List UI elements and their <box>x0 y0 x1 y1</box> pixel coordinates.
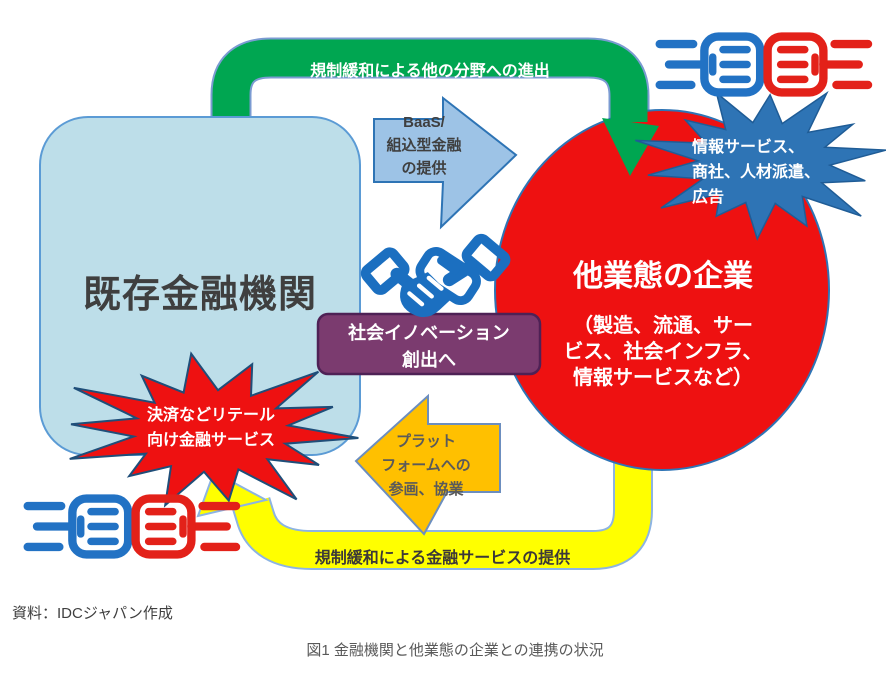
other-industry-companies-title: 他業態の企業 <box>573 260 753 293</box>
top-arrow-label: 規制緩和による他の分野への進出 <box>310 63 550 80</box>
other-industry-companies-text: 他業態の企業 （製造、流通、サー ビス、社会インフラ、 情報サービスなど） <box>513 241 813 409</box>
green-arrowhead <box>602 118 659 176</box>
yellow-arrow-tube <box>233 448 651 568</box>
green-arrow-tube <box>212 39 648 130</box>
platform-left-arrow <box>354 393 501 536</box>
social-innovation-label: 社会イノベーション 創出へ <box>348 323 510 370</box>
baas-arrow-label: BaaS/ 組込型金融 の提供 <box>386 114 462 177</box>
figure-caption: 図1 金融機関と他業態の企業との連携の状況 <box>306 642 604 659</box>
bottom-arrow-label: 規制緩和による金融サービスの提供 <box>314 550 571 567</box>
blue-starburst <box>635 90 886 241</box>
red-starburst <box>69 351 359 508</box>
baas-right-arrow <box>373 95 518 230</box>
fist-bump-icon-bottom-left <box>28 499 236 555</box>
red-starburst-label: 決済などリテール 向け金融サービス <box>146 407 275 449</box>
fist-bump-icon-top-right <box>660 37 868 93</box>
source-note: 資料：IDCジャパン作成 <box>12 605 173 622</box>
platform-arrow-label: プラット フォームへの 参画、協業 <box>381 433 471 498</box>
existing-financial-institutions-title: 既存金融機関 <box>82 274 317 316</box>
handshake-icon <box>360 233 511 318</box>
blue-starburst-label: 情報サービス、 商社、人材派遣、 広告 <box>692 139 821 206</box>
other-industry-companies-subtitle: （製造、流通、サー ビス、社会インフラ、 情報サービスなど） <box>563 315 763 389</box>
